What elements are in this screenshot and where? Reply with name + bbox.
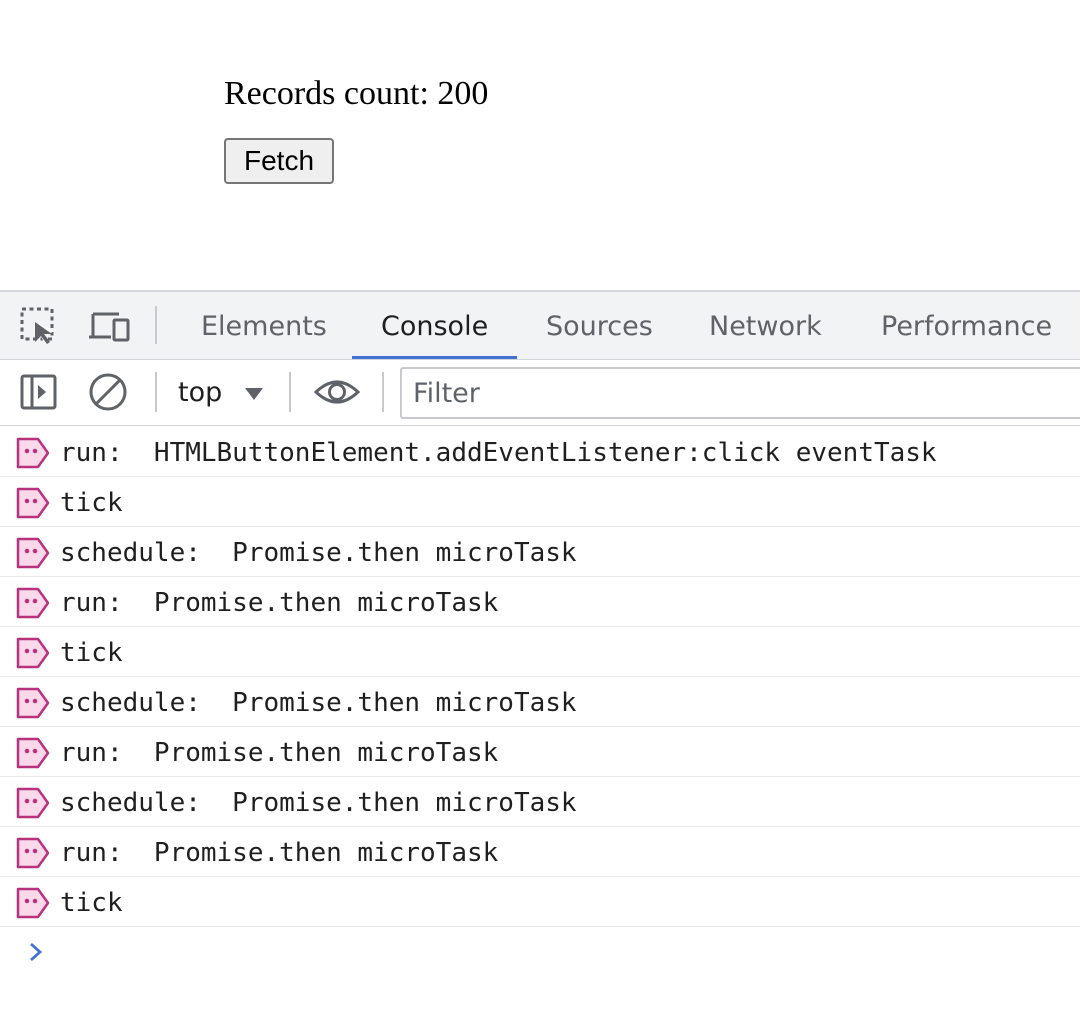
toolbar-divider (289, 372, 291, 412)
log-entry-icon (16, 837, 50, 869)
console-toolbar: top (0, 360, 1080, 426)
toolbar-divider (155, 306, 157, 344)
console-log-row: run: Promise.then microTask (0, 827, 1080, 877)
tab-elements[interactable]: Elements (201, 311, 327, 342)
context-selector[interactable]: top (178, 366, 264, 418)
console-log-row: tick (0, 627, 1080, 677)
toolbar-divider (382, 372, 384, 412)
console-prompt[interactable] (0, 927, 1080, 977)
console-log-text: run: HTMLButtonElement.addEventListener:… (60, 438, 937, 468)
device-toolbar-icon[interactable] (89, 306, 130, 346)
console-log-row: run: Promise.then microTask (0, 727, 1080, 777)
log-entry-icon (16, 787, 50, 819)
log-entry-icon (16, 537, 50, 569)
tab-performance[interactable]: Performance (881, 311, 1053, 342)
filter-input[interactable] (400, 367, 1080, 419)
console-log-row: schedule: Promise.then microTask (0, 777, 1080, 827)
console-log-row: schedule: Promise.then microTask (0, 527, 1080, 577)
console-log-row: tick (0, 477, 1080, 527)
clear-console-icon[interactable] (88, 372, 128, 412)
console-log-row: tick (0, 877, 1080, 927)
log-entry-icon (16, 887, 50, 919)
console-log-text: tick (60, 638, 123, 668)
toolbar-divider (155, 372, 157, 412)
log-entry-icon (16, 687, 50, 719)
console-log-text: schedule: Promise.then microTask (60, 788, 577, 818)
log-entry-icon (16, 487, 50, 519)
console-log-text: run: Promise.then microTask (60, 738, 499, 768)
tab-network[interactable]: Network (709, 311, 822, 342)
log-entry-icon (16, 737, 50, 769)
devtools-tabbar: Elements Console Sources Network Perform… (0, 292, 1080, 360)
console-log-row: schedule: Promise.then microTask (0, 677, 1080, 727)
console-log-text: tick (60, 888, 123, 918)
chevron-down-icon (244, 377, 264, 408)
sidebar-toggle-icon[interactable] (19, 372, 59, 412)
context-selector-value: top (178, 376, 223, 408)
active-tab-indicator (352, 356, 517, 359)
tab-console[interactable]: Console (381, 311, 489, 342)
page-viewport: Records count: 200 Fetch (0, 0, 1080, 290)
console-log-text: schedule: Promise.then microTask (60, 688, 577, 718)
console-log-row: run: HTMLButtonElement.addEventListener:… (0, 427, 1080, 477)
console-log-text: run: Promise.then microTask (60, 838, 499, 868)
console-log-text: run: Promise.then microTask (60, 588, 499, 618)
log-entry-icon (16, 437, 50, 469)
live-expression-icon[interactable] (313, 372, 361, 412)
records-count-label: Records count: 200 (224, 75, 489, 112)
console-messages: run: HTMLButtonElement.addEventListener:… (0, 427, 1080, 977)
console-log-text: tick (60, 488, 123, 518)
inspect-element-icon[interactable] (19, 306, 59, 346)
devtools-panel: Elements Console Sources Network Perform… (0, 290, 1080, 1010)
fetch-button[interactable]: Fetch (224, 138, 334, 184)
tab-sources[interactable]: Sources (546, 311, 653, 342)
console-log-row: run: Promise.then microTask (0, 577, 1080, 627)
log-entry-icon (16, 637, 50, 669)
console-log-text: schedule: Promise.then microTask (60, 538, 577, 568)
console-prompt-icon (26, 939, 46, 965)
log-entry-icon (16, 587, 50, 619)
